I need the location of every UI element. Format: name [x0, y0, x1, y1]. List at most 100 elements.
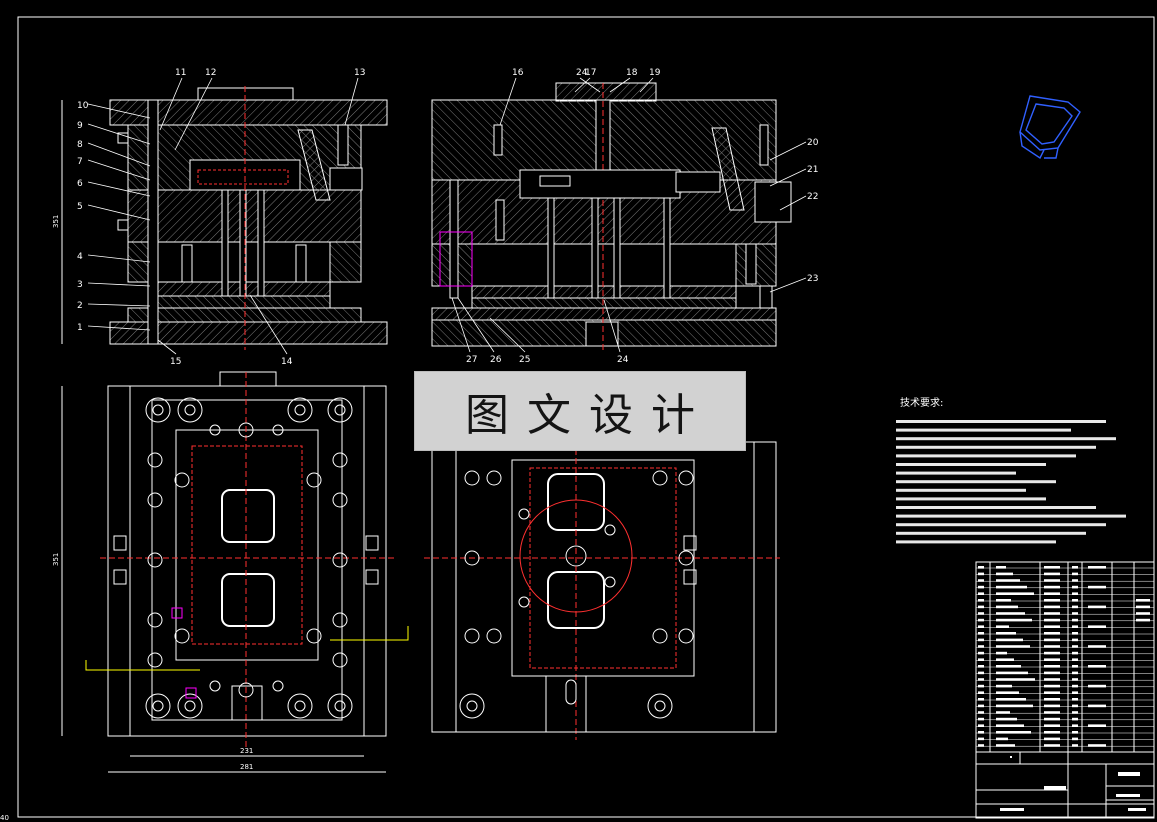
part-label: 6	[77, 179, 83, 189]
leader-line	[499, 77, 517, 126]
bom-cell-text	[1072, 704, 1078, 708]
tech-requirement-line	[896, 471, 1016, 475]
bom-cell-text	[1136, 599, 1150, 602]
bom-cell-text	[978, 651, 984, 655]
bom-cell-text	[996, 566, 1006, 569]
bom-cell-text	[978, 684, 984, 688]
part-label: 15	[170, 357, 181, 367]
bom-cell-text	[1088, 625, 1106, 628]
bom-cell-text	[1072, 737, 1078, 741]
bom-cell-text	[978, 566, 984, 569]
bom-cell-text	[1044, 665, 1060, 668]
tech-requirement-line	[896, 523, 1106, 527]
bom-cell-text	[978, 638, 984, 642]
leader-line	[603, 299, 621, 353]
bom-cell-text	[996, 632, 1016, 635]
dimension-plan-width-outer: 281	[240, 763, 253, 771]
bom-cell-text	[1044, 632, 1060, 635]
part-label: 10	[77, 101, 89, 111]
bom-cell-text	[996, 579, 1020, 582]
bom-cell-text	[996, 658, 1014, 661]
bom-cell-text	[1072, 684, 1078, 688]
bom-cell-text	[978, 592, 984, 595]
bom-cell-text	[1044, 585, 1060, 589]
part-label: 21	[807, 165, 818, 175]
plan-view-left	[61, 100, 409, 773]
isometric-part	[1019, 95, 1081, 160]
bom-cell-text	[1044, 671, 1060, 675]
bom-cell-text	[978, 585, 984, 589]
bom-cell-text	[996, 678, 1035, 681]
bom-cell-text	[1088, 665, 1106, 668]
bom-table	[975, 561, 1155, 753]
bom-cell-text	[978, 579, 984, 582]
bom-cell-text	[996, 717, 1017, 721]
bom-cell-text	[1044, 658, 1060, 661]
leader-line	[87, 325, 151, 331]
bom-cell-text	[996, 605, 1018, 609]
leader-line	[769, 168, 807, 187]
tech-requirement-line	[896, 514, 1126, 518]
bom-cell-text	[1072, 651, 1078, 655]
bom-cell-text	[1044, 691, 1060, 694]
bom-cell-text	[978, 698, 984, 701]
bom-cell-text	[978, 658, 984, 661]
part-label: 18	[626, 68, 638, 78]
bom-cell-text	[1072, 632, 1078, 635]
bom-cell-text	[1044, 612, 1060, 615]
watermark-banner: 图文设计	[414, 371, 746, 451]
bom-cell-text	[1044, 638, 1060, 642]
tech-requirements-title: 技术要求:	[900, 396, 943, 409]
dimension-left-height: 351	[52, 215, 60, 228]
bom-cell-text	[1088, 585, 1106, 589]
bom-cell-text	[1072, 585, 1078, 589]
bom-cell-text	[978, 691, 984, 694]
bom-cell-text	[978, 704, 984, 708]
part-label: 24	[617, 355, 629, 365]
bom-cell-text	[1072, 665, 1078, 668]
leader-line	[87, 181, 151, 197]
part-label: 16	[512, 68, 524, 78]
bom-cell-text	[978, 717, 984, 721]
bom-cell-text	[1044, 711, 1060, 714]
tech-requirement-line	[896, 531, 1086, 535]
bom-cell-text	[996, 731, 1031, 734]
part-label: 27	[466, 355, 477, 365]
bom-cell-text	[996, 665, 1021, 668]
bom-cell-text	[996, 724, 1024, 727]
dimension-plan-width-inner: 231	[240, 747, 253, 755]
bom-cell-text	[1044, 744, 1060, 747]
leader-line	[769, 277, 807, 293]
bom-cell-text	[1044, 645, 1060, 648]
leader-line	[344, 77, 359, 126]
tech-requirement-line	[896, 445, 1096, 449]
bom-cell-text	[996, 599, 1011, 602]
bom-cell-text	[1072, 744, 1078, 747]
leader-line	[87, 282, 151, 287]
leader-line	[609, 77, 631, 93]
bom-cell-text	[978, 737, 984, 741]
leader-line	[249, 294, 288, 355]
bom-cell-text	[978, 625, 984, 628]
bom-cells	[978, 566, 1150, 747]
bom-cell-text	[1088, 684, 1106, 688]
bom-cell-text	[996, 711, 1010, 714]
bom-cell-text	[1072, 605, 1078, 609]
bom-cell-text	[1044, 605, 1060, 609]
bom-cell-text	[996, 704, 1033, 708]
leader-line	[87, 254, 151, 263]
bom-cell-text	[1072, 671, 1078, 675]
bom-cell-text	[1044, 579, 1060, 582]
bom-cell-text	[996, 618, 1032, 622]
bom-cell-text	[1088, 605, 1106, 609]
part-label: 13	[354, 68, 365, 78]
bom-cell-text	[1072, 566, 1078, 569]
leader-line	[574, 77, 591, 93]
bom-cell-text	[1044, 704, 1060, 708]
bom-cell-text	[996, 651, 1007, 655]
leader-line	[87, 123, 151, 145]
bom-cell-text	[978, 724, 984, 727]
bom-cell-text	[1072, 572, 1078, 576]
bom-cell-text	[996, 625, 1009, 628]
tech-requirement-line	[896, 420, 1106, 423]
